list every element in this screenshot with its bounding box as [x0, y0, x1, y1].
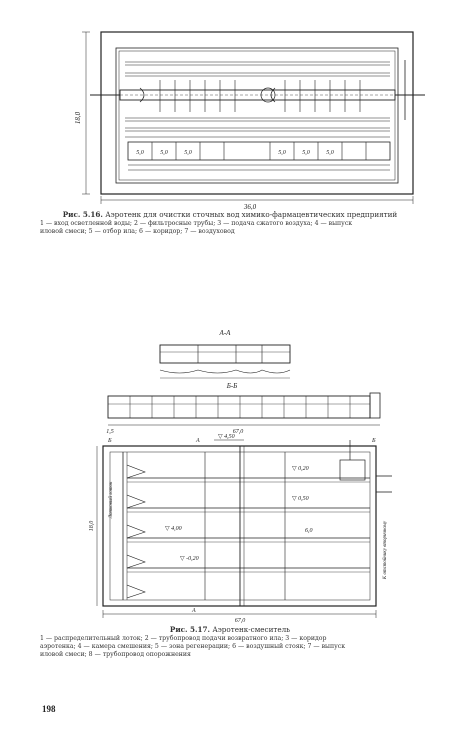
fig517-cut-aa-left: А: [195, 438, 200, 444]
fig517-cut-aa-right: А: [191, 608, 196, 614]
fig517-cut-bb-left: Б: [107, 438, 112, 444]
fig517-section-bb: [107, 392, 381, 426]
fig517-cut-bb-right: Б: [371, 438, 376, 444]
fig516-caption-num: Рис. 5.16.: [62, 210, 103, 219]
fig517-section-aa-label: А-А: [219, 329, 232, 337]
page-number: 198: [42, 704, 56, 714]
fig517-legend-2: аэротенка; 4 — камера смешения; 5 — зона…: [40, 643, 346, 650]
fig517-level-1: ▽ 0,20: [292, 466, 309, 472]
fig517-dim-total: 67,0: [233, 429, 244, 435]
fig517-level-top: ▽ 4,50: [218, 433, 235, 440]
fig516-legend-2: иловой смеси; 5 — отбор ила; 6 — коридор…: [40, 228, 235, 235]
fig516-dim-labels: 36,0 18,0 5,0 5,0 5,0 5,0 5,0 5,0: [74, 111, 334, 211]
fig516-legend-1: 1 — вход осветленной воды; 2 — фильтросн…: [40, 220, 353, 227]
fig516-dim-length: 36,0: [243, 203, 257, 211]
fig517-dim-small-left: 1,5: [106, 429, 114, 435]
fig517-section-aa: [159, 344, 291, 379]
fig516-bay-e: 5,0: [302, 150, 310, 156]
fig517-level-3: ▽ 0,50: [292, 496, 309, 502]
fig517-legend-3: иловой смеси; 8 — трубопровод опорожнени…: [40, 651, 191, 658]
fig516-bay-a: 5,0: [136, 150, 144, 156]
fig517-level-4: ▽ -0,20: [180, 556, 199, 562]
fig516-bay-f: 5,0: [326, 150, 334, 156]
fig517-bay-dim: 6,0: [305, 528, 313, 534]
fig517-side-left: Лотковый лоток: [108, 481, 114, 519]
fig517-legend-1: 1 — распределительный лоток; 2 — трубопр…: [40, 635, 327, 642]
fig516-plan: [82, 31, 425, 204]
fig517-plan-width: 18,0: [89, 521, 95, 532]
fig516-caption: Рис. 5.16. Аэротенк для очистки сточных …: [40, 211, 420, 236]
fig516-caption-title: Аэротенк для очистки сточных вод химико-…: [105, 210, 398, 219]
fig517-caption: Рис. 5.17. Аэротенк-смеситель 1 — распре…: [40, 626, 420, 659]
fig517-side-right: К отстойнику вторичному: [382, 520, 388, 580]
fig516-dim-width: 18,0: [74, 111, 82, 124]
fig517-plan: [96, 439, 392, 618]
fig517-caption-title: Аэротенк-смеситель: [212, 625, 291, 634]
fig517-plan-length: 67,0: [235, 618, 246, 624]
fig517-level-5: ▽ 4,00: [165, 525, 182, 532]
fig517-plan-labels: ▽ 4,50 ▽ 0,20 ▽ 0,50 ▽ 4,00 ▽ -0,20 6,0 …: [89, 433, 388, 624]
fig517-section-bb-label: Б-Б: [226, 382, 238, 390]
fig517-caption-num: Рис. 5.17.: [169, 625, 211, 634]
fig516-bay-c: 5,0: [184, 150, 192, 156]
fig516-bay-b: 5,0: [160, 150, 168, 156]
fig516-bay-d: 5,0: [278, 150, 286, 156]
